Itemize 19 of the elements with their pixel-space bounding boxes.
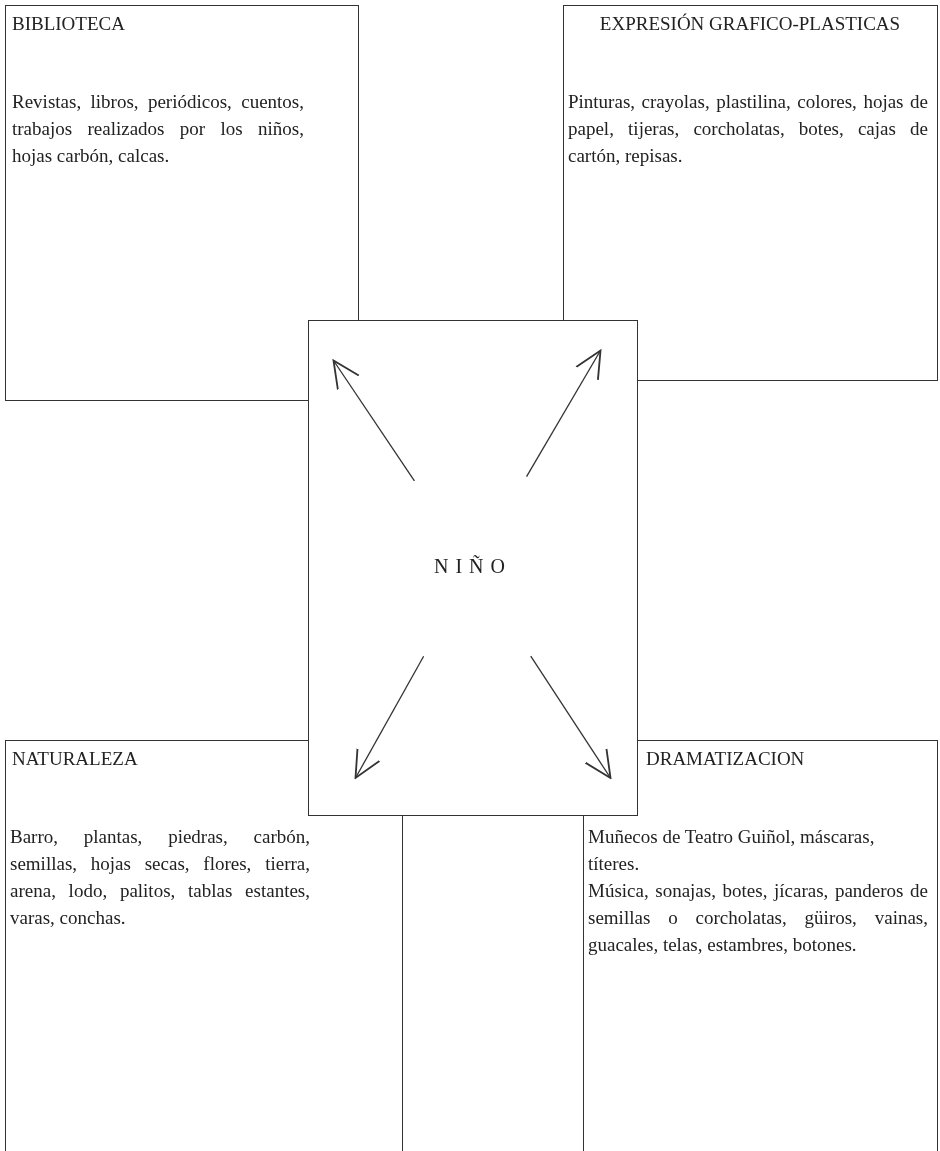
category-box: [308, 320, 638, 816]
item-list: Pinturas, crayolas, plastilina, colores, hojas de papel, tijeras, corcholatas, botes, cajas de cartón, repisas.: [568, 88, 928, 169]
box-heading: EXPRESIÓN GRAFICO-PLASTICAS: [598, 12, 902, 36]
center-label: NIÑO: [433, 554, 513, 579]
item-list: Música, sonajas, botes, jícaras, panderos de semillas o corcholatas, güiros, vainas, guacales, telas, estambres, botones.: [588, 877, 928, 958]
arrow: [530, 655, 612, 779]
box-heading: NATURALEZA: [12, 747, 139, 771]
arrow: [525, 349, 602, 478]
arrow: [332, 359, 416, 482]
box-heading: DRAMATIZACION: [646, 747, 806, 771]
box-heading: BIBLIOTECA: [12, 12, 126, 36]
item-list: Barro, plantas, piedras, carbón, semillas, hojas secas, flores, tierra, arena, lodo, palitos, tablas estantes, varas, conchas.: [10, 823, 310, 931]
category-box: [563, 5, 938, 381]
category-box: [5, 740, 403, 1151]
arrow: [354, 655, 425, 779]
category-box: [5, 5, 359, 401]
item-list: Muñecos de Teatro Guiñol, máscaras, títeres.: [588, 823, 928, 877]
category-box: [583, 740, 938, 1151]
item-list: Revistas, libros, periódicos, cuentos, trabajos realizados por los niños, hojas carbón, calcas.: [12, 88, 304, 169]
